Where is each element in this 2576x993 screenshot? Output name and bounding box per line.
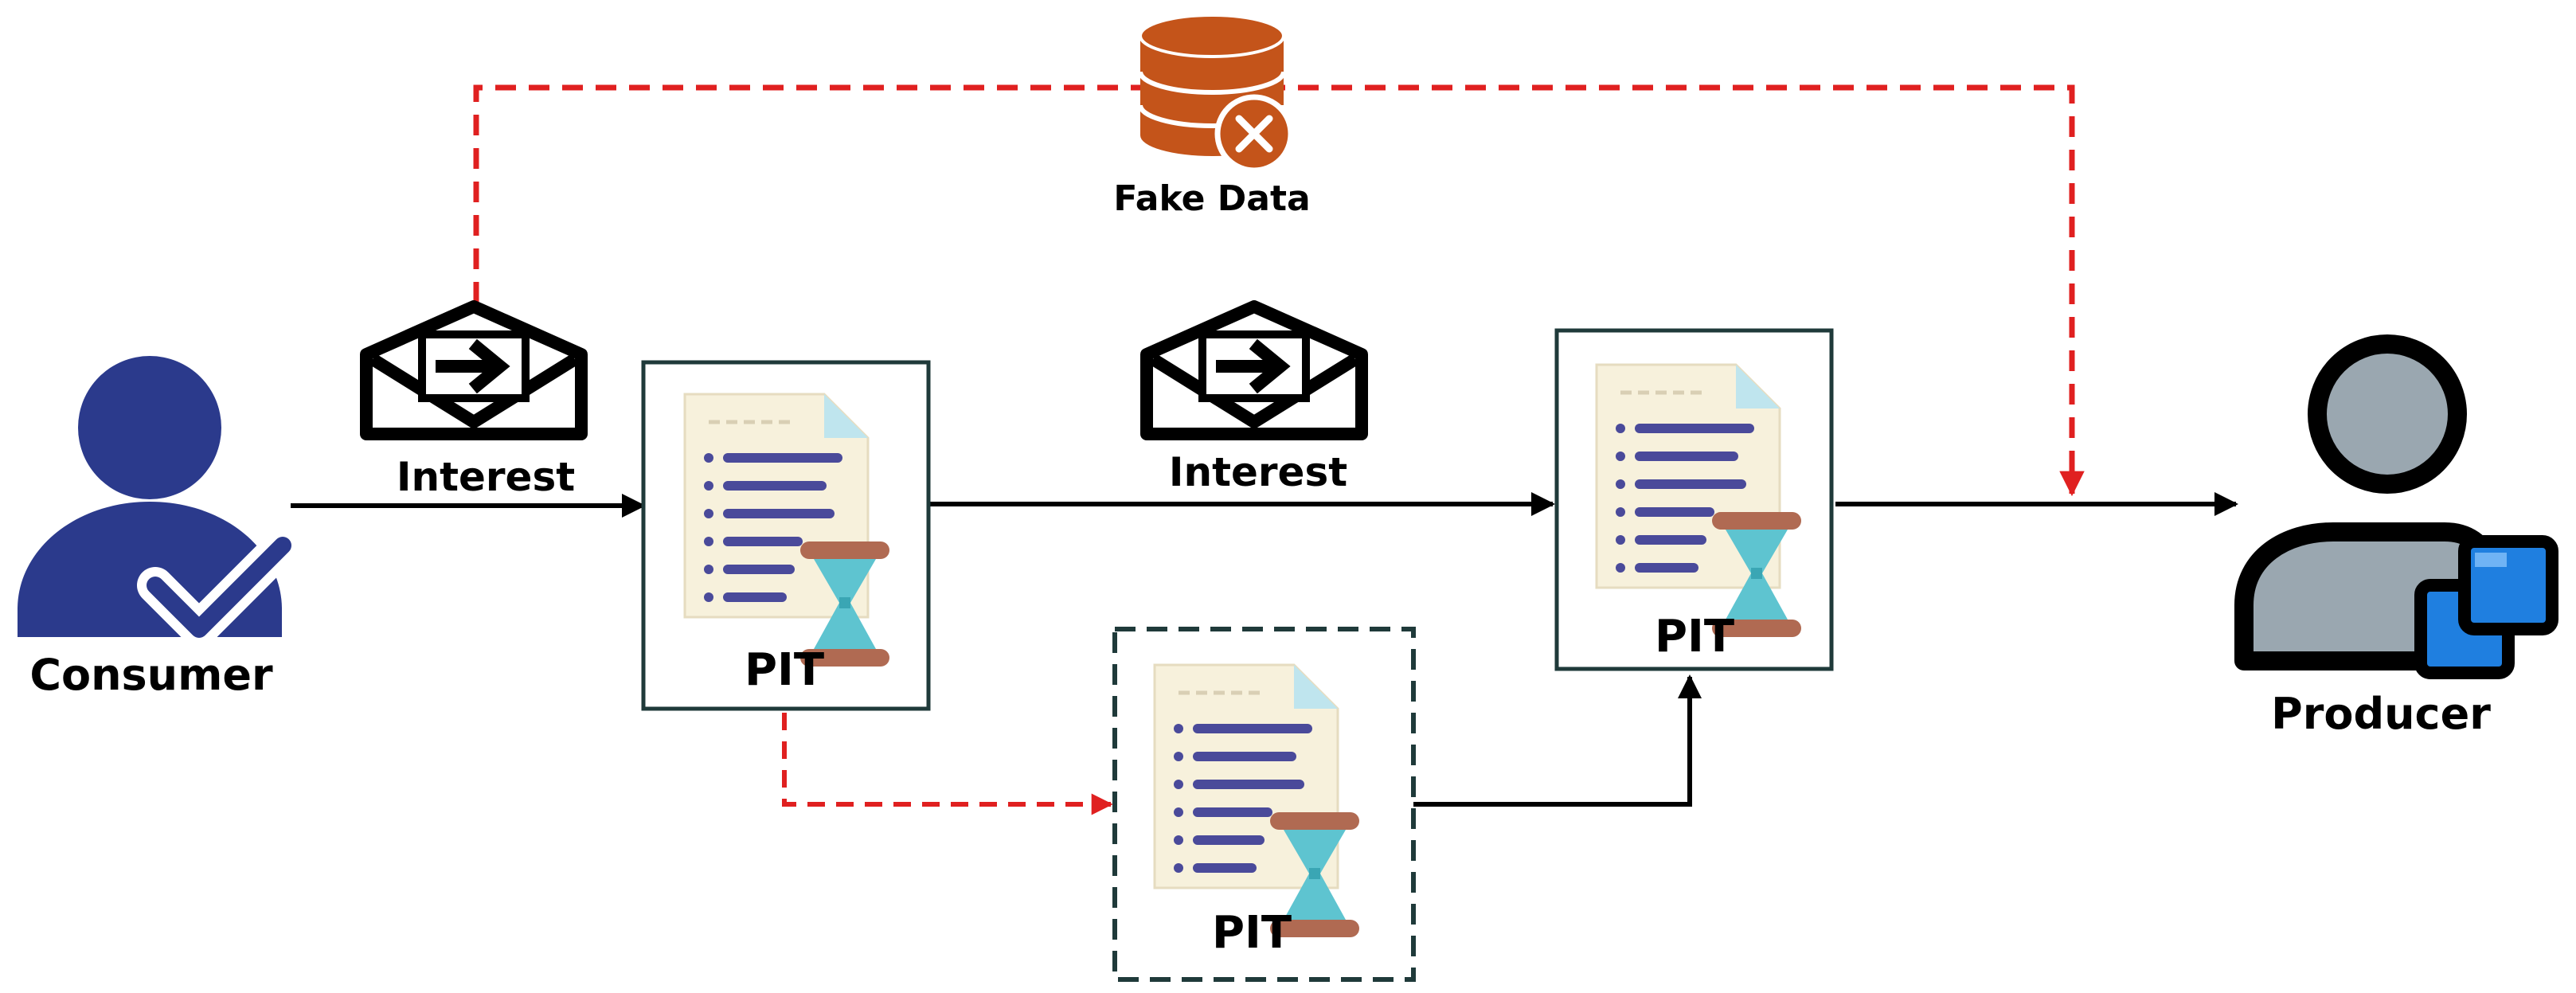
consumer-label: Consumer xyxy=(29,650,273,700)
consumer-node: Consumer xyxy=(18,356,301,700)
fake-data-label: Fake Data xyxy=(1113,178,1310,219)
pit-label-3: PIT xyxy=(1212,907,1292,959)
fake-data-node: Fake Data xyxy=(1113,14,1311,219)
pit-label-1: PIT xyxy=(745,644,824,696)
attack-pit1-to-pit3 xyxy=(782,713,1113,815)
pit-node-2: PIT xyxy=(1554,328,1834,671)
producer-label: Producer xyxy=(2271,689,2491,739)
interest-label-2: Interest xyxy=(1169,449,1347,495)
interest-node-2: Interest xyxy=(1147,307,1362,495)
flow-pit3-to-pit2 xyxy=(1413,674,1702,807)
open-envelope-arrow-icon xyxy=(366,307,581,434)
database-x-icon xyxy=(1138,14,1294,174)
pit-node-3: PIT xyxy=(1112,627,1416,982)
pit-node-1: PIT xyxy=(641,360,931,711)
verified-user-icon xyxy=(18,356,301,647)
interest-node-1: Interest xyxy=(366,307,581,500)
interest-label-1: Interest xyxy=(397,454,575,500)
user-with-copy-icon xyxy=(2234,334,2558,679)
open-envelope-arrow-icon xyxy=(1147,307,1362,434)
producer-node: Producer xyxy=(2234,334,2558,739)
pit-label-2: PIT xyxy=(1655,611,1734,663)
